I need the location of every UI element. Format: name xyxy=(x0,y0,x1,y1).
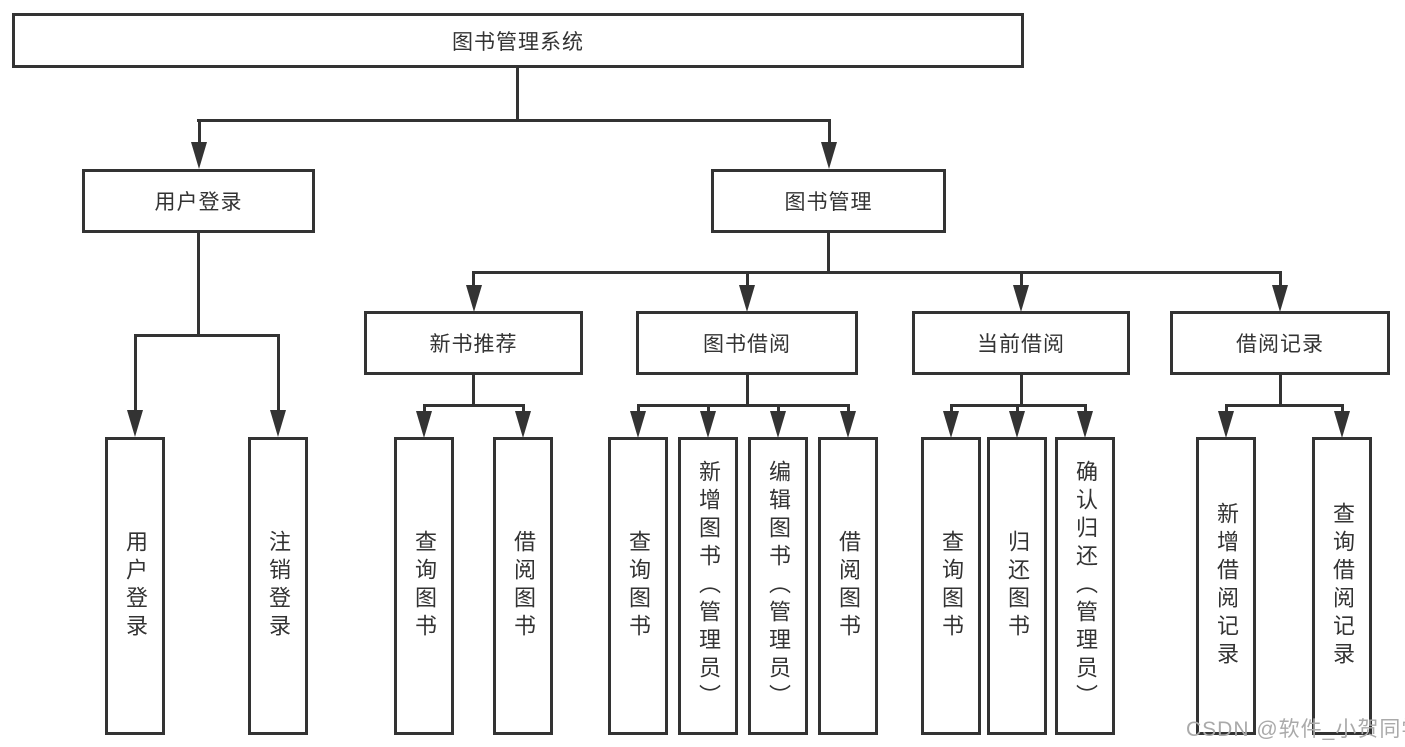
connector-line xyxy=(472,271,1282,274)
leaf-add-borrow-record: 新增借阅记录 xyxy=(1196,437,1256,735)
connector-line xyxy=(277,334,280,411)
connector-line xyxy=(637,404,850,407)
leaf-query-books-3: 查询图书 xyxy=(921,437,981,735)
leaf-label: 借阅图书 xyxy=(511,530,536,642)
connector-line xyxy=(134,334,137,411)
leaf-edit-books-admin: 编辑图书（管理员） xyxy=(748,437,808,735)
node-label: 借阅记录 xyxy=(1236,333,1324,356)
connector-line xyxy=(847,404,850,414)
node-label: 当前借阅 xyxy=(977,333,1065,356)
connector-line xyxy=(1016,404,1019,414)
connector-line xyxy=(1279,271,1282,287)
arrowhead-icon xyxy=(127,410,143,437)
node-borrow-records: 借阅记录 xyxy=(1170,311,1390,375)
leaf-label: 用户登录 xyxy=(123,530,148,642)
arrowhead-icon xyxy=(739,285,755,312)
node-current-borrow: 当前借阅 xyxy=(912,311,1130,375)
connector-line xyxy=(1225,404,1344,407)
connector-line xyxy=(197,232,200,335)
connector-line xyxy=(827,232,830,273)
leaf-label: 归还图书 xyxy=(1005,530,1030,642)
arrowhead-icon xyxy=(270,410,286,437)
leaf-borrow-books-2: 借阅图书 xyxy=(818,437,878,735)
node-label: 用户登录 xyxy=(154,191,243,214)
leaf-label: 借阅图书 xyxy=(836,530,861,642)
connector-line xyxy=(746,271,749,287)
node-new-book-recommend: 新书推荐 xyxy=(364,311,583,375)
node-label: 图书管理 xyxy=(784,191,873,214)
arrowhead-icon xyxy=(416,411,432,438)
connector-line xyxy=(777,404,780,414)
arrowhead-icon xyxy=(1009,411,1025,438)
leaf-label: 注销登录 xyxy=(266,530,291,642)
node-label: 图书借阅 xyxy=(703,333,791,356)
connector-line xyxy=(828,119,831,144)
leaf-user-login: 用户登录 xyxy=(105,437,165,735)
arrowhead-icon xyxy=(630,411,646,438)
arrowhead-icon xyxy=(1272,285,1288,312)
node-root-library-system: 图书管理系统 xyxy=(12,13,1024,68)
csdn-watermark: CSDN @软件_小贺同学 xyxy=(1186,718,1405,741)
connector-line xyxy=(950,404,953,414)
leaf-borrow-books-1: 借阅图书 xyxy=(493,437,553,735)
connector-line xyxy=(1020,271,1023,287)
connector-line xyxy=(707,404,710,414)
node-book-management: 图书管理 xyxy=(711,169,946,233)
connector-line xyxy=(197,119,831,122)
arrowhead-icon xyxy=(1334,411,1350,438)
leaf-query-books-1: 查询图书 xyxy=(394,437,454,735)
connector-line xyxy=(423,404,426,414)
node-label: 新书推荐 xyxy=(429,333,518,356)
leaf-label: 确认归还（管理员） xyxy=(1073,460,1098,712)
connector-line xyxy=(423,404,525,407)
connector-line xyxy=(746,374,749,406)
leaf-confirm-return-admin: 确认归还（管理员） xyxy=(1055,437,1115,735)
arrowhead-icon xyxy=(1013,285,1029,312)
connector-line xyxy=(1279,374,1282,406)
leaf-query-borrow-record: 查询借阅记录 xyxy=(1312,437,1372,735)
connector-line xyxy=(1225,404,1228,414)
arrowhead-icon xyxy=(840,411,856,438)
leaf-query-books-2: 查询图书 xyxy=(608,437,668,735)
arrowhead-icon xyxy=(1218,411,1234,438)
connector-line xyxy=(1341,404,1344,414)
leaf-logout: 注销登录 xyxy=(248,437,308,735)
connector-line xyxy=(472,271,475,287)
connector-line xyxy=(516,67,519,120)
connector-line xyxy=(522,404,525,414)
arrowhead-icon xyxy=(700,411,716,438)
arrowhead-icon xyxy=(943,411,959,438)
leaf-label: 查询借阅记录 xyxy=(1330,502,1355,670)
connector-line xyxy=(198,119,201,144)
node-label: 图书管理系统 xyxy=(452,30,584,54)
leaf-label: 新增图书（管理员） xyxy=(696,460,721,712)
connector-line xyxy=(134,334,280,337)
node-book-borrow: 图书借阅 xyxy=(636,311,858,375)
arrowhead-icon xyxy=(515,411,531,438)
arrowhead-icon xyxy=(1077,411,1093,438)
leaf-add-books-admin: 新增图书（管理员） xyxy=(678,437,738,735)
node-user-login: 用户登录 xyxy=(82,169,315,233)
arrowhead-icon xyxy=(821,142,837,169)
leaf-label: 查询图书 xyxy=(626,530,651,642)
connector-line xyxy=(1084,404,1087,414)
arrowhead-icon xyxy=(466,285,482,312)
arrowhead-icon xyxy=(770,411,786,438)
leaf-label: 查询图书 xyxy=(412,530,437,642)
connector-line xyxy=(1020,374,1023,406)
connector-line xyxy=(637,404,640,414)
leaf-label: 新增借阅记录 xyxy=(1214,502,1239,670)
leaf-label: 查询图书 xyxy=(939,530,964,642)
leaf-return-books: 归还图书 xyxy=(987,437,1047,735)
leaf-label: 编辑图书（管理员） xyxy=(766,460,791,712)
arrowhead-icon xyxy=(191,142,207,169)
connector-line xyxy=(472,374,475,406)
